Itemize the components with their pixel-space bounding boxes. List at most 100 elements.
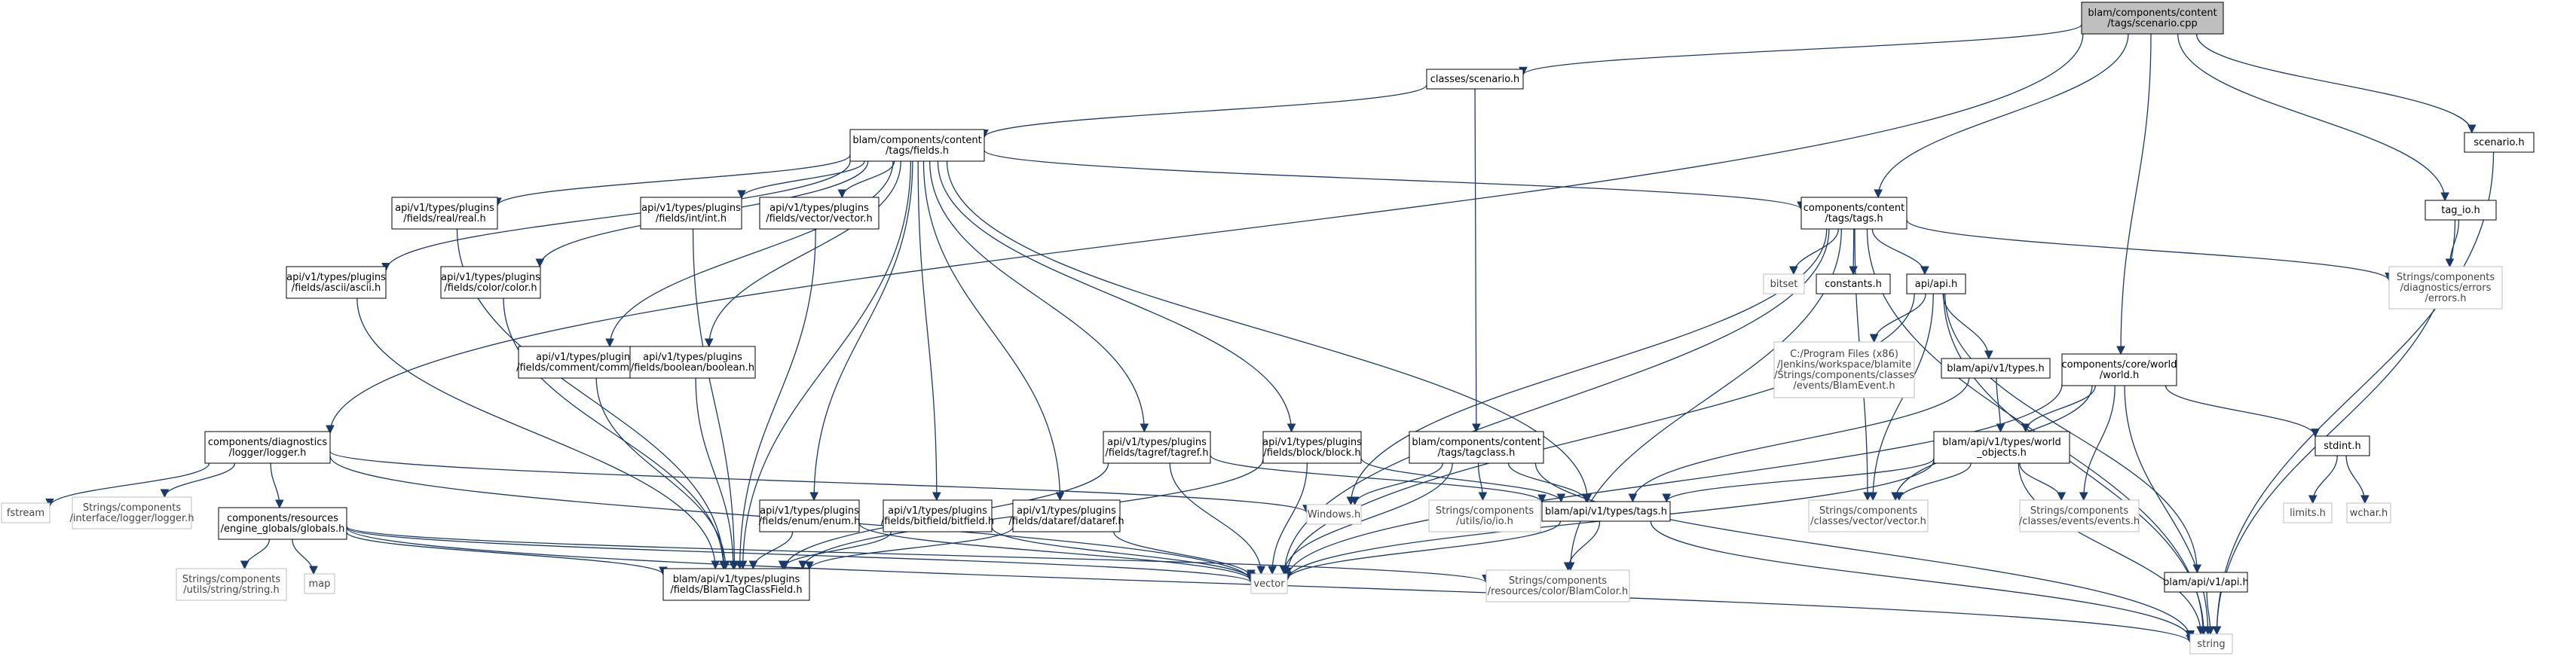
edge-dataref_h-to-blamtagclassfield <box>805 526 1014 571</box>
node-utils_string: Strings/components/utils/string/string.h <box>176 568 287 601</box>
header-nodes: blam/components/content/tags/scenario.cp… <box>1 2 2535 654</box>
node-map: map <box>304 573 335 594</box>
edge-world_h-to-world_objects <box>2021 385 2096 433</box>
node-label-line: fstream <box>7 508 44 519</box>
edge-scenario_cpp-to-scenario_h <box>2195 33 2477 134</box>
node-box <box>2283 502 2333 523</box>
node-scenario_h[interactable]: scenario.h <box>2464 132 2535 153</box>
dependency-edges <box>45 23 2495 644</box>
node-box <box>304 573 335 594</box>
node-label-line: scenario.h <box>2474 137 2524 148</box>
node-label-line: tag_io.h <box>2441 205 2480 216</box>
node-label-line: components/diagnostics <box>208 437 328 448</box>
node-label-line: /fields/int/int.h <box>656 213 727 224</box>
node-tagclass_h[interactable]: blam/components/content/tags/tagclass.h <box>1409 431 1544 464</box>
edge-content_tags-to-constants <box>1849 228 1858 276</box>
node-label-line: /fields/color/color.h <box>444 282 537 294</box>
edge-api_h-to-types_h <box>1942 293 1993 360</box>
node-label-line: blam/api/v1/api.h <box>2163 577 2249 588</box>
node-content_tags[interactable]: components/content/tags/tags.h <box>1800 197 1908 230</box>
node-iolio_h: Strings/components/utils/io/io.h <box>1428 499 1541 532</box>
node-label-line: /Strings/components/classes <box>1774 370 1914 381</box>
node-box <box>204 431 331 464</box>
node-box <box>1250 573 1288 594</box>
edge-classes_scenario-to-tagclass_h <box>1472 88 1481 433</box>
node-wchar_h: wchar.h <box>2346 502 2391 523</box>
node-bitfield_h[interactable]: api/v1/types/plugins/fields/bitfield/bit… <box>881 499 994 532</box>
node-color_h[interactable]: api/v1/types/plugins/fields/color/color.… <box>440 266 541 299</box>
edge-fields_h-to-comment_h <box>605 160 894 348</box>
edge-content_tags-to-errors_h <box>1906 219 2394 282</box>
edge-scenario_cpp-to-tag_io <box>2177 33 2449 202</box>
node-label-line: Strings/components <box>2030 505 2128 517</box>
node-box <box>2346 502 2391 523</box>
edge-logger_h-to-globals_h <box>270 462 284 509</box>
node-label-line: /utils/string/string.h <box>183 584 279 596</box>
edge-block_h-to-vector <box>1268 462 1308 575</box>
node-api_tags[interactable]: blam/api/v1/types/tags.h <box>1541 501 1671 522</box>
node-api_h[interactable]: api/api.h <box>1906 273 1966 294</box>
node-box <box>1933 431 2070 464</box>
node-ascii_h[interactable]: api/v1/types/plugins/fields/ascii/ascii.… <box>286 266 387 299</box>
node-blamtagclassfield[interactable]: blam/api/v1/types/plugins/fields/BlamTag… <box>662 568 810 601</box>
node-label-line: /classes/events/events.h <box>2019 516 2140 527</box>
node-dataref_h[interactable]: api/v1/types/plugins/fields/dataref/data… <box>1008 499 1124 532</box>
edge-globals_h-to-blamtagclassfield <box>346 532 668 576</box>
node-scenario_cpp[interactable]: blam/components/content/tags/scenario.cp… <box>2081 2 2224 35</box>
node-label-line: Strings/components <box>83 502 181 514</box>
node-block_h[interactable]: api/v1/types/plugins/fields/block/block.… <box>1262 431 1362 464</box>
node-box <box>640 197 742 230</box>
node-label-line: api/v1/types/plugins <box>1017 505 1116 517</box>
node-label-line: limits.h <box>2290 508 2326 519</box>
edge-globals_h-to-vector <box>346 526 1256 584</box>
edge-boolean_h-to-blamtagclassfield <box>695 377 738 570</box>
node-v1_api[interactable]: blam/api/v1/api.h <box>2163 572 2249 593</box>
node-logger_iface: Strings/components/interface/logger/logg… <box>69 496 194 529</box>
node-enum_h[interactable]: api/v1/types/plugins/fields/enum/enum.h <box>759 499 861 532</box>
node-label-line: bitset <box>1770 279 1798 290</box>
node-box <box>1426 69 1524 90</box>
node-label-line: api/v1/types/plugins <box>441 272 540 283</box>
node-constants[interactable]: constants.h <box>1816 273 1891 294</box>
node-label-line: api/v1/types/plugins <box>286 272 386 283</box>
node-globals_h[interactable]: components/resources/engine_globals/glob… <box>218 507 347 540</box>
node-box <box>2464 132 2535 153</box>
node-box <box>2314 435 2370 456</box>
edge-logger_h-to-logger_iface <box>160 462 236 499</box>
node-stdint[interactable]: stdint.h <box>2314 435 2370 456</box>
edge-world_objects-to-string <box>2018 462 2205 636</box>
node-vector: vector <box>1250 573 1288 594</box>
edge-stdint-to-wchar_h <box>2345 455 2369 505</box>
node-world_h[interactable]: components/core/world/world.h <box>2061 353 2177 386</box>
node-label-line: /interface/logger/logger.h <box>69 513 194 524</box>
node-logger_h[interactable]: components/diagnostics/logger/logger.h <box>204 431 331 464</box>
node-int_h[interactable]: api/v1/types/plugins/fields/int/int.h <box>640 197 742 230</box>
node-box <box>1262 431 1362 464</box>
edge-world_objects-to-classes_events <box>2019 462 2067 502</box>
node-tagref_h[interactable]: api/v1/types/plugins/fields/tagref/tagre… <box>1103 431 1211 464</box>
node-label-line: _objects.h <box>1976 447 2027 459</box>
node-label-line: string <box>2197 639 2225 650</box>
node-box <box>1409 431 1544 464</box>
node-box <box>2425 200 2497 221</box>
node-label-line: /fields/block/block.h <box>1263 447 1360 459</box>
node-box <box>1773 341 1915 398</box>
edge-world_objects-to-api_tags <box>1662 458 1935 503</box>
node-bitset: bitset <box>1763 273 1805 294</box>
node-world_objects[interactable]: blam/api/v1/types/world_objects.h <box>1933 431 2070 464</box>
node-boolean_h[interactable]: api/v1/types/plugins/fields/boolean/bool… <box>629 346 756 379</box>
node-fields_h[interactable]: blam/components/content/tags/fields.h <box>849 129 985 162</box>
edge-tagclass_h-to-iolio_h <box>1477 462 1488 502</box>
node-label-line: blam/api/v1/types/world <box>1942 437 2060 448</box>
node-tag_io[interactable]: tag_io.h <box>2425 200 2497 221</box>
node-label-line: vector <box>1253 578 1285 590</box>
node-classes_scenario[interactable]: classes/scenario.h <box>1426 69 1524 90</box>
node-types_h[interactable]: blam/api/v1/types.h <box>1941 358 2051 379</box>
node-real_h[interactable]: api/v1/types/plugins/fields/real/real.h <box>391 197 498 230</box>
node-label-line: blam/api/v1/types/tags.h <box>1545 506 1667 517</box>
node-vector_field[interactable]: api/v1/types/plugins/fields/vector/vecto… <box>759 197 880 230</box>
node-label-line: /tags/tagclass.h <box>1438 447 1516 459</box>
node-label-line: components/core/world <box>2061 359 2177 371</box>
edge-vector_field-to-blamtagclassfield <box>735 228 816 570</box>
node-box <box>849 129 985 162</box>
